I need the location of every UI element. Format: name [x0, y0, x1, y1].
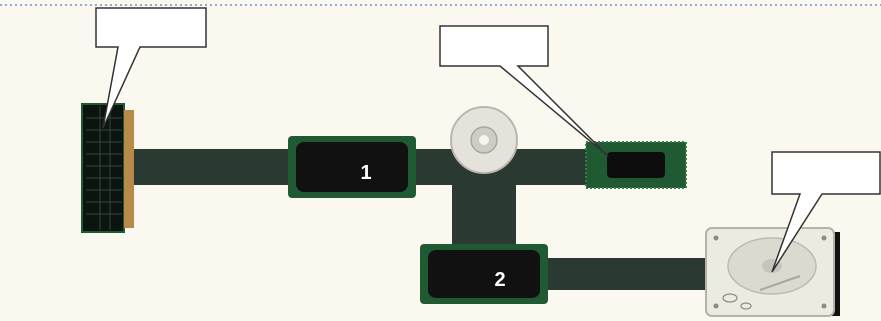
- expansion-slot-icon: [81, 103, 134, 233]
- bus-vertical-connector: [452, 183, 516, 245]
- chip-1: 1: [288, 136, 416, 198]
- bus-horizontal-lower: [545, 258, 715, 290]
- chip-1-label: 1: [360, 162, 371, 184]
- cd-disc-icon: [450, 106, 518, 174]
- callout-hard-drive: [771, 151, 881, 273]
- chip-2: 2: [420, 244, 548, 304]
- hard-drive-icon: [705, 227, 840, 317]
- callout-small-chip: [439, 25, 609, 157]
- chip-2-label: 2: [494, 269, 505, 291]
- callout-slot: [95, 7, 207, 129]
